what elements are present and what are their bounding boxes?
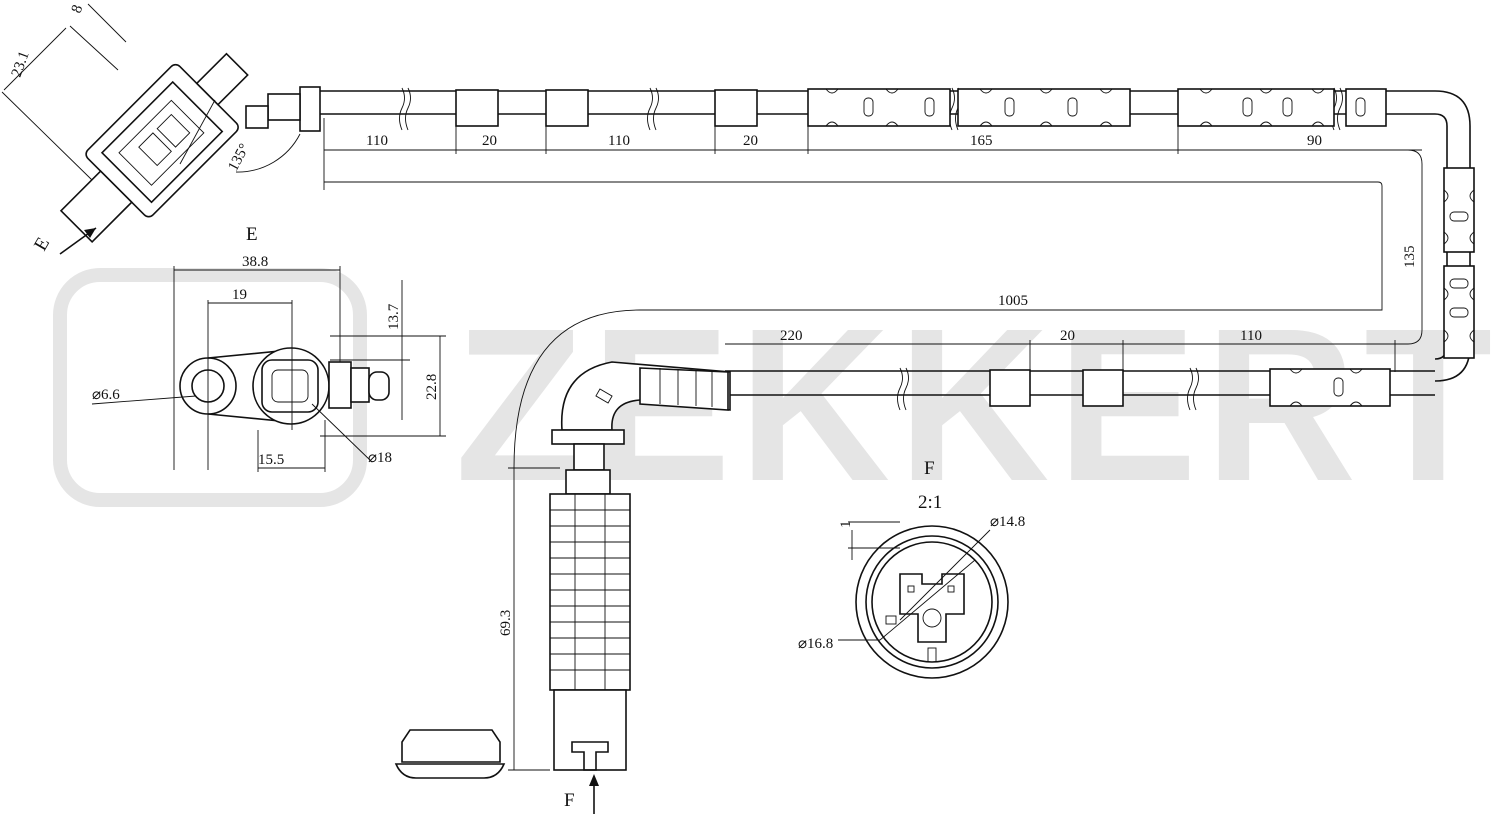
dim-lower-1: 220	[780, 328, 803, 344]
dim-connector-offset: 8	[69, 3, 87, 16]
dim-e-diameter: ⌀18	[368, 450, 392, 466]
view-e-detail	[91, 266, 446, 472]
label-e-view: E	[246, 224, 258, 245]
cable-grommets-right	[1443, 167, 1475, 359]
dim-e-width: 38.8	[242, 254, 268, 270]
dim-top-4: 20	[743, 133, 758, 149]
dim-top-3: 110	[608, 133, 630, 149]
label-f-view: F	[924, 458, 935, 479]
label-e-arrow: E	[30, 234, 54, 255]
cable-dimension-lines	[323, 118, 1423, 372]
cable-clips-lower	[989, 368, 1391, 407]
dim-f-outer: ⌀16.8	[798, 636, 833, 652]
dim-connector-height: 23.1	[9, 49, 33, 79]
dim-lower-3: 110	[1240, 328, 1262, 344]
sensor-cap	[394, 729, 506, 779]
dim-connector-angle: 135°	[225, 141, 253, 174]
dimension-labels: 110 20 110 20 165 90 135 1005 220 20 110…	[9, 3, 1418, 811]
dim-e-top: 13.7	[386, 303, 402, 330]
label-f-scale: 2:1	[918, 492, 942, 513]
dim-top-1: 110	[366, 133, 388, 149]
label-f-arrow: F	[564, 790, 575, 811]
dim-top-2: 20	[482, 133, 497, 149]
connector-plug	[1, 3, 321, 255]
dim-sensor-length: 69.3	[498, 610, 514, 636]
dim-lower-2: 20	[1060, 328, 1075, 344]
dim-f-step: 1	[838, 521, 854, 529]
dim-e-center: 19	[232, 287, 247, 303]
dim-total: 1005	[998, 293, 1028, 309]
dim-top-5: 165	[970, 133, 993, 149]
dim-f-inner: ⌀14.8	[990, 514, 1025, 530]
dim-e-hole: ⌀6.6	[92, 387, 120, 403]
dim-e-bottom: 15.5	[258, 452, 284, 468]
view-f-detail	[838, 521, 1009, 679]
dim-right: 135	[1402, 246, 1418, 269]
wheel-speed-sensor	[324, 181, 1383, 814]
cable-clips-top	[455, 88, 1387, 127]
dim-top-6: 90	[1307, 133, 1322, 149]
dim-e-height: 22.8	[424, 374, 440, 400]
